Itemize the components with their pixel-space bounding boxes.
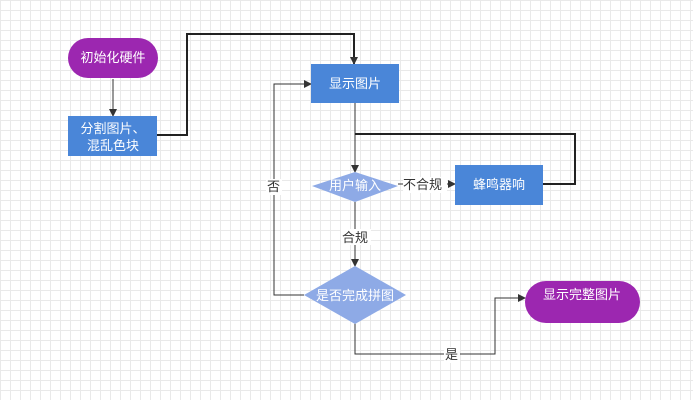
edge-label-valid-bg xyxy=(341,229,371,245)
node-init-hardware xyxy=(68,38,158,78)
node-init-hardware-label: 初始化硬件 xyxy=(80,51,145,66)
edge-buzzer-loop xyxy=(355,133,576,185)
node-buzzer-label: 蜂鸣器响 xyxy=(473,177,525,193)
edge-label-invalid: 不合规 xyxy=(403,178,442,193)
node-user-input-label: 用户输入 xyxy=(329,178,381,194)
edge-split-to-show xyxy=(157,33,358,136)
node-split-image xyxy=(68,116,157,156)
node-show-image-label: 显示图片 xyxy=(329,77,381,92)
node-show-image xyxy=(311,64,399,103)
edge-label-no-bg xyxy=(266,179,282,195)
node-show-full-image-label: 显示完整图片 xyxy=(543,288,621,303)
node-split-image-label-2: 混乱色块 xyxy=(87,138,139,154)
edge-label-invalid-bg xyxy=(403,177,447,193)
edge-label-yes: 是 xyxy=(445,348,458,363)
node-split-image-label-1: 分割图片、 xyxy=(80,121,145,137)
edge-label-no: 否 xyxy=(267,180,280,195)
node-puzzle-done xyxy=(304,266,406,324)
node-user-input xyxy=(312,172,398,202)
node-puzzle-done-label: 是否完成拼图 xyxy=(316,289,394,304)
node-buzzer xyxy=(455,165,543,205)
edge-label-valid: 合规 xyxy=(342,231,368,246)
edge-done-to-full xyxy=(354,294,526,355)
node-show-full-image xyxy=(525,281,640,323)
edge-label-yes-bg xyxy=(444,347,460,363)
